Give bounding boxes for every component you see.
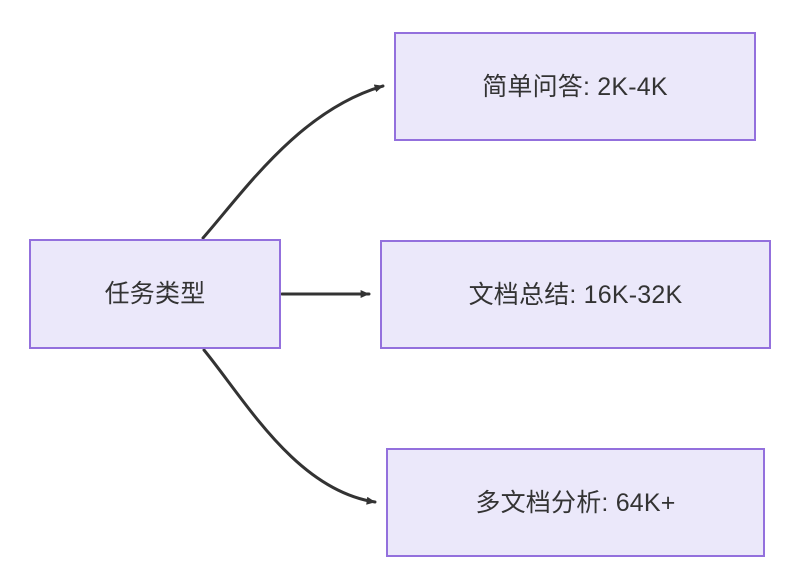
edge-to-multi-doc [202, 348, 377, 505]
edge-to-simple-qa [201, 84, 385, 240]
node-multi-doc[interactable]: 多文档分析: 64K+ [386, 448, 765, 557]
node-simple-qa[interactable]: 简单问答: 2K-4K [394, 32, 756, 141]
node-multi-doc-label: 多文档分析: 64K+ [475, 488, 676, 517]
node-simple-qa-label: 简单问答: 2K-4K [482, 72, 668, 101]
node-doc-summary-label: 文档总结: 16K-32K [468, 280, 683, 309]
node-task-type-label: 任务类型 [104, 280, 206, 308]
node-doc-summary[interactable]: 文档总结: 16K-32K [380, 240, 771, 349]
node-task-type[interactable]: 任务类型 [29, 239, 281, 349]
